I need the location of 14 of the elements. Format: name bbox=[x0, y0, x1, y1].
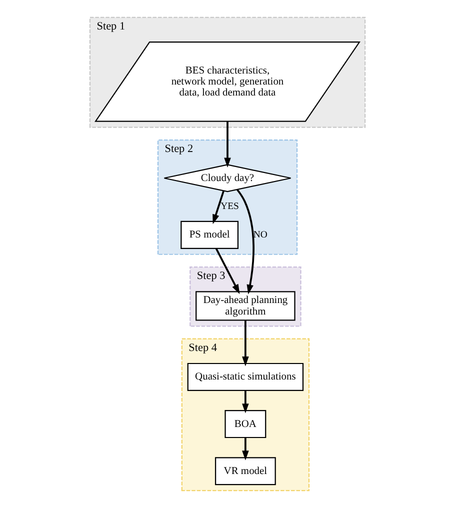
arrow bbox=[215, 248, 240, 294]
arrow bbox=[212, 190, 224, 224]
arrow bbox=[236, 189, 254, 294]
arrow bbox=[242, 320, 249, 366]
arrow bbox=[224, 121, 231, 168]
node-box: PS model bbox=[180, 220, 239, 249]
edge-label: YES bbox=[220, 201, 239, 212]
arrow bbox=[242, 438, 249, 460]
arrow bbox=[242, 390, 249, 414]
node-box: Day-ahead planning algorithm bbox=[196, 291, 296, 321]
node-box: VR model bbox=[214, 457, 276, 486]
node-box: Quasi-static simulations bbox=[187, 362, 304, 391]
node-box: BOA bbox=[224, 410, 266, 438]
node-diamond: Cloudy day? bbox=[164, 164, 292, 192]
